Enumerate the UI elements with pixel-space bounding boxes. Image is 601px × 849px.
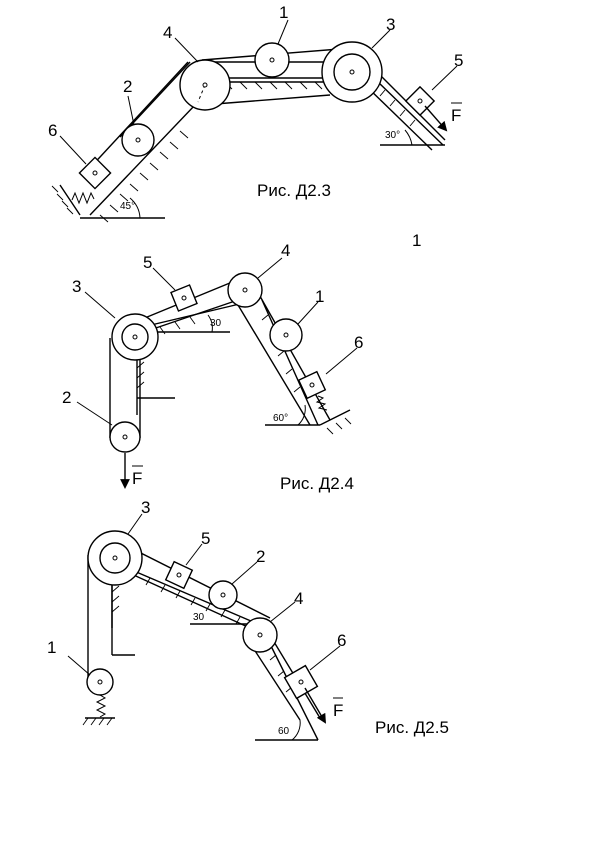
- angle-arc-30: [404, 129, 413, 146]
- angle-label-right: 30°: [385, 130, 400, 141]
- angle-arc-45: [129, 197, 141, 219]
- label-2: 2: [256, 547, 265, 566]
- label-2: 2: [123, 77, 132, 96]
- body-4-pulley: [179, 59, 231, 111]
- figure-d2-4: 30 60°: [62, 241, 363, 493]
- body-2-roller: [121, 123, 155, 157]
- body-5-block: [164, 560, 194, 590]
- spring: [315, 395, 328, 411]
- figure-d2-5: 30 60: [47, 498, 449, 741]
- label-4: 4: [294, 589, 303, 608]
- figure-caption: Рис. Д2.4: [280, 474, 354, 493]
- label-1: 1: [315, 287, 324, 306]
- body-1-roller: [254, 42, 290, 78]
- leaders: [76, 257, 358, 426]
- force-label: F: [132, 469, 142, 488]
- leaders: [67, 513, 341, 676]
- wall-left: [51, 184, 81, 216]
- top-track: [215, 81, 330, 90]
- label-5: 5: [201, 529, 210, 548]
- label-5: 5: [454, 51, 463, 70]
- label-1: 1: [47, 638, 56, 657]
- ground-bottom: [82, 717, 115, 726]
- angle-arc-60: [297, 404, 306, 426]
- body-3-stepped-pulley: [111, 313, 159, 361]
- angle-label-left: 30: [210, 318, 222, 329]
- force-label: F: [333, 701, 343, 720]
- body-2-pulley: [109, 421, 141, 453]
- spring: [95, 694, 107, 718]
- label-5: 5: [143, 253, 152, 272]
- label-3: 3: [72, 277, 81, 296]
- angle-label-left: 30: [193, 612, 205, 623]
- angle-label-right: 60: [278, 726, 290, 737]
- body-4-pulley: [242, 617, 278, 653]
- label-6: 6: [48, 121, 57, 140]
- label-2: 2: [62, 388, 71, 407]
- angle-arc-30: [207, 314, 213, 333]
- label-6: 6: [337, 631, 346, 650]
- figure-caption: Рис. Д2.5: [375, 718, 449, 737]
- body-5-block: [170, 284, 198, 312]
- body-6-block: [283, 664, 319, 700]
- force-arrow: [304, 687, 326, 724]
- incline-left-surface: [80, 104, 196, 223]
- label-3: 3: [141, 498, 150, 517]
- angle-arc-60: [291, 719, 301, 741]
- wall-right: [319, 409, 352, 435]
- body-2-roller: [208, 580, 238, 610]
- body-4-pulley: [227, 272, 263, 308]
- incline-right-surface: [377, 81, 445, 146]
- body-6-block: [297, 370, 327, 400]
- spring: [71, 191, 95, 205]
- angle-label-right: 60°: [273, 413, 288, 424]
- body-6-block: [78, 156, 112, 190]
- wall-vertical: [136, 360, 175, 415]
- body-3-stepped-pulley: [321, 41, 383, 103]
- label-4: 4: [281, 241, 290, 260]
- stray-number: 1: [412, 231, 421, 250]
- label-4: 4: [163, 23, 172, 42]
- incline-right-surface: [261, 299, 320, 426]
- label-6: 6: [354, 333, 363, 352]
- angle-label-left: 45°: [120, 201, 135, 212]
- body-3-stepped-pulley: [87, 530, 143, 586]
- body-1-pulley: [86, 668, 114, 696]
- leaders: [59, 19, 458, 165]
- incline-left-surface: [149, 299, 239, 335]
- figure-d2-3: 45°: [48, 3, 463, 223]
- wall-vertical: [111, 575, 135, 656]
- force-label: F: [451, 106, 461, 125]
- force-arrow: [424, 105, 448, 132]
- label-1: 1: [279, 3, 288, 22]
- label-3: 3: [386, 15, 395, 34]
- body-1-roller: [269, 318, 303, 352]
- figure-caption: Рис. Д2.3: [257, 181, 331, 200]
